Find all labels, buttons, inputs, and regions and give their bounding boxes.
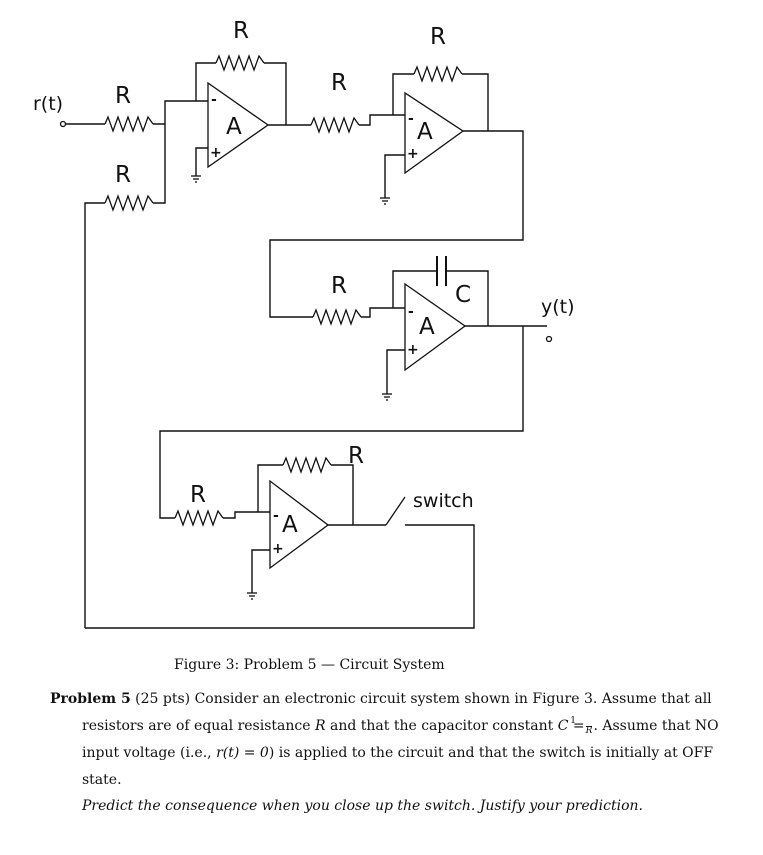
resistor-feedback-1-label: R — [233, 18, 249, 44]
opamp-3: A - + — [404, 282, 467, 372]
problem-heading: Problem 5 — [50, 691, 131, 707]
opamp-2-plus: + — [407, 146, 419, 162]
resistor-stage2-in-label: R — [331, 70, 347, 96]
resistor-integrator: R — [312, 273, 362, 326]
opamp-2-minus: - — [408, 111, 414, 127]
ground-1 — [191, 175, 201, 183]
output-terminal: y(t) — [541, 296, 575, 343]
problem-text-3: . Assume that NO input voltage (i.e., — [82, 718, 719, 761]
resistor-return-label: R — [115, 162, 131, 188]
input-terminal: r(t) — [33, 93, 67, 128]
problem-prompt: Predict the consequence when you close u… — [82, 798, 643, 814]
ground-4 — [247, 592, 257, 600]
fraction-numerator: 1 — [570, 716, 593, 727]
resistor-feedback-4-label: R — [348, 443, 364, 469]
opamp-1-plus: + — [210, 145, 222, 161]
capacitor: C — [436, 256, 471, 308]
problem-eq-lhs: C = — [557, 718, 585, 734]
problem-eq-r: r(t) = 0 — [216, 745, 269, 761]
resistor-input-label: R — [115, 83, 131, 109]
circuit-diagram: A - + r(t) R R R R A - + — [33, 18, 575, 629]
opamp-3-minus: - — [408, 304, 414, 320]
capacitor-label: C — [455, 282, 471, 308]
ground-2 — [380, 197, 390, 205]
resistor-feedback-1: R — [215, 18, 265, 72]
problem-var-r: R — [314, 718, 326, 734]
opamp-4-minus: - — [273, 508, 279, 524]
resistor-feedback-2-label: R — [430, 24, 446, 50]
opamp-3-plus: + — [407, 342, 419, 358]
opamp-4-plus: + — [272, 541, 284, 557]
opamp-4: A - + — [269, 479, 330, 570]
figure-caption: Figure 3: Problem 5 — Circuit System — [174, 657, 445, 673]
opamp-2-label: A — [417, 119, 433, 145]
input-label: r(t) — [33, 93, 63, 115]
problem-statement: Problem 5 (25 pts) Consider an electroni… — [50, 686, 740, 794]
switch-label: switch — [413, 490, 474, 512]
resistor-feedback-2: R — [413, 24, 463, 83]
resistor-integrator-label: R — [331, 273, 347, 299]
opamp-2: A - + — [404, 91, 465, 175]
resistor-input: R — [104, 83, 154, 133]
switch[interactable]: switch — [385, 490, 474, 526]
opamp-1-label: A — [226, 114, 242, 140]
output-label: y(t) — [541, 296, 575, 318]
resistor-stage2-in: R — [310, 70, 360, 134]
opamp-1-minus: - — [211, 92, 217, 108]
problem-points: (25 pts) — [135, 691, 191, 707]
opamp-1: A - + — [207, 81, 270, 169]
resistor-stage4-in: R — [174, 482, 224, 527]
problem-text-4: ) is applied to the circuit and that the… — [82, 745, 714, 788]
opamp-3-label: A — [419, 314, 435, 340]
resistor-return: R — [104, 162, 154, 212]
ground-3 — [382, 393, 392, 401]
opamp-4-label: A — [282, 512, 298, 538]
fraction-denominator: R — [585, 725, 593, 736]
problem-text-2: and that the capacitor constant — [329, 718, 554, 734]
resistor-stage4-in-label: R — [190, 482, 206, 508]
resistor-feedback-4: R — [282, 443, 364, 474]
problem-text-1: Consider an electronic circuit system sh… — [82, 691, 712, 734]
